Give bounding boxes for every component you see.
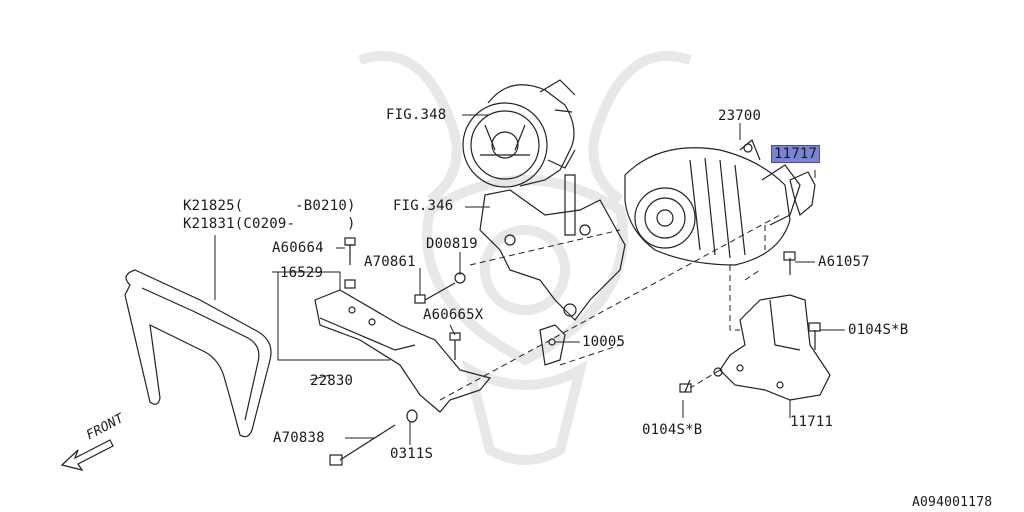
label-k21831[interactable]: K21831(C0209- ) xyxy=(183,216,356,232)
bolt-a70838[interactable] xyxy=(329,409,418,466)
label-0311s[interactable]: 0311S xyxy=(390,446,434,462)
label-a61057[interactable]: A61057 xyxy=(818,254,870,270)
figure-id: A094001178 xyxy=(912,495,993,510)
label-11711[interactable]: 11711 xyxy=(790,414,834,430)
label-fig348[interactable]: FIG.348 xyxy=(386,107,447,123)
bolt-a61057[interactable] xyxy=(783,251,796,275)
label-0104sb-right[interactable]: 0104S*B xyxy=(848,322,909,338)
label-0104sb-bottom[interactable]: 0104S*B xyxy=(642,422,703,438)
bracket-22830[interactable] xyxy=(314,289,492,413)
mounting-bracket[interactable] xyxy=(479,174,626,321)
bolt-0104sb-right[interactable] xyxy=(808,322,821,350)
bracket-11717[interactable] xyxy=(789,171,816,217)
label-11717-highlighted[interactable]: 11717 xyxy=(770,145,821,163)
label-fig346[interactable]: FIG.346 xyxy=(393,198,454,214)
label-10005[interactable]: 10005 xyxy=(582,334,626,350)
alternator[interactable] xyxy=(624,139,801,266)
label-k21825[interactable]: K21825( -B0210) xyxy=(183,198,356,214)
label-23700[interactable]: 23700 xyxy=(718,108,762,124)
label-a60665x[interactable]: A60665X xyxy=(423,307,484,323)
bolt-0104sb-bottom[interactable] xyxy=(679,367,723,393)
label-a70838[interactable]: A70838 xyxy=(273,430,325,446)
label-16529[interactable]: 16529 xyxy=(280,265,324,281)
bolt-a60665x[interactable] xyxy=(449,332,461,360)
label-22830[interactable]: 22830 xyxy=(310,373,354,389)
front-arrow-icon xyxy=(60,439,114,471)
bracket-11711[interactable] xyxy=(719,294,831,401)
label-d00819[interactable]: D00819 xyxy=(426,236,478,252)
label-a70861[interactable]: A70861 xyxy=(364,254,416,270)
bolt-a60664[interactable] xyxy=(344,237,356,289)
part-10005[interactable] xyxy=(539,324,566,366)
v-belt[interactable] xyxy=(124,269,272,438)
label-a60664[interactable]: A60664 xyxy=(272,240,324,256)
power-steering-pump[interactable] xyxy=(462,79,576,188)
bolt-a70861[interactable] xyxy=(414,272,466,304)
